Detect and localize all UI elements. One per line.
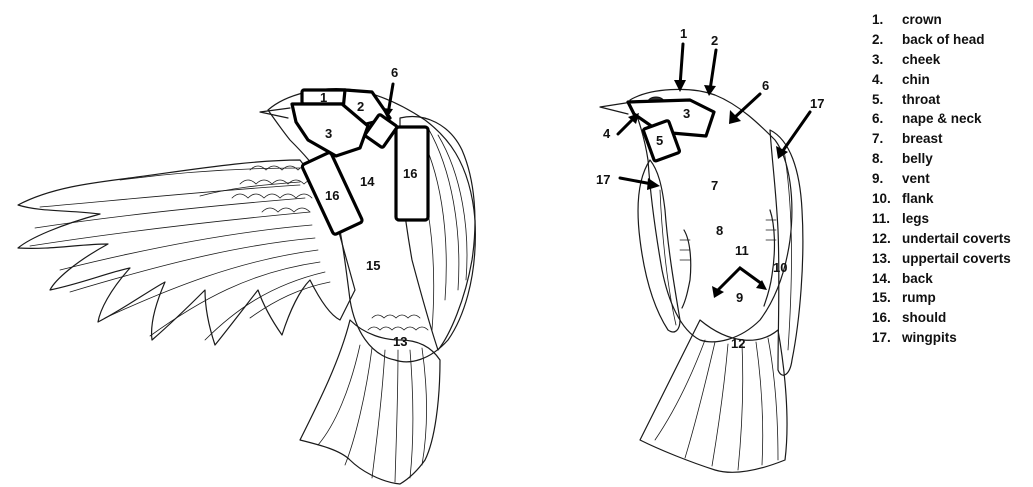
dorsal-label-cheek: 3 xyxy=(325,126,332,141)
legend-label: cheek xyxy=(902,50,940,70)
ventral-crown-arrow xyxy=(680,44,683,86)
ventral-label-throat: 5 xyxy=(656,133,663,148)
legend-item: 17.wingpits xyxy=(872,328,1032,348)
ventral-label-back-of-head: 2 xyxy=(711,33,718,48)
dorsal-label-shoulder-left: 16 xyxy=(325,188,339,203)
legend-label: rump xyxy=(902,288,936,308)
legend-label: back of head xyxy=(902,30,985,50)
ventral-back-of-head-arrow xyxy=(710,50,716,90)
legend-number: 15. xyxy=(872,288,902,308)
legend-number: 2. xyxy=(872,30,902,50)
legend-label: throat xyxy=(902,90,940,110)
legend-label: uppertail coverts xyxy=(902,249,1011,269)
legend-item: 2.back of head xyxy=(872,30,1032,50)
ventral-label-chin: 4 xyxy=(603,126,611,141)
legend-item: 12.undertail coverts xyxy=(872,229,1032,249)
legend-number: 11. xyxy=(872,209,902,229)
legend-item: 3.cheek xyxy=(872,50,1032,70)
legend-item: 15.rump xyxy=(872,288,1032,308)
ventral-label-flank: 10 xyxy=(773,260,787,275)
ventral-label-cheek: 3 xyxy=(683,106,690,121)
legend-item: 5.throat xyxy=(872,90,1032,110)
ventral-wingpit-right-arrow xyxy=(782,112,810,152)
legend-item: 10.flank xyxy=(872,189,1032,209)
legend-item: 9.vent xyxy=(872,169,1032,189)
legend-item: 4.chin xyxy=(872,70,1032,90)
ventral-wingpit-left-arrow xyxy=(620,178,652,184)
legend-item: 7.breast xyxy=(872,129,1032,149)
ventral-label-wingpit-left: 17 xyxy=(596,172,610,187)
legend-number: 12. xyxy=(872,229,902,249)
ventral-label-belly: 8 xyxy=(716,223,723,238)
legend-label: wingpits xyxy=(902,328,957,348)
ventral-label-breast: 7 xyxy=(711,178,718,193)
dorsal-label-back-of-head: 2 xyxy=(357,99,364,114)
legend-label: legs xyxy=(902,209,929,229)
legend-number: 7. xyxy=(872,129,902,149)
legend-label: should xyxy=(902,308,946,328)
legend-item: 13.uppertail coverts xyxy=(872,249,1032,269)
legend-label: breast xyxy=(902,129,943,149)
legend-item: 11.legs xyxy=(872,209,1032,229)
dorsal-label-rump: 15 xyxy=(366,258,380,273)
legend-label: flank xyxy=(902,189,934,209)
dorsal-label-crown: 1 xyxy=(320,90,327,105)
legend-number: 9. xyxy=(872,169,902,189)
ventral-legs-arrows xyxy=(718,268,762,290)
ventral-label-undertail: 12 xyxy=(731,336,745,351)
ventral-label-legs: 11 xyxy=(735,243,749,258)
legend-label: undertail coverts xyxy=(902,229,1011,249)
dorsal-bird-illustration: 1 2 3 6 14 16 16 15 13 xyxy=(18,65,475,484)
ventral-label-crown: 1 xyxy=(680,26,687,41)
legend-item: 16.should xyxy=(872,308,1032,328)
legend-label: belly xyxy=(902,149,933,169)
ventral-chin-arrow xyxy=(618,118,634,134)
legend-number: 17. xyxy=(872,328,902,348)
legend-item: 1.crown xyxy=(872,10,1032,30)
parts-legend: 1.crown 2.back of head 3.cheek 4.chin 5.… xyxy=(872,10,1032,348)
legend-label: vent xyxy=(902,169,930,189)
legend-label: back xyxy=(902,269,933,289)
legend-number: 3. xyxy=(872,50,902,70)
ventral-bird-illustration: 1 2 3 4 5 6 7 8 9 10 11 12 17 17 xyxy=(596,26,824,472)
legend-number: 6. xyxy=(872,109,902,129)
legend-number: 5. xyxy=(872,90,902,110)
legend-number: 1. xyxy=(872,10,902,30)
legend-number: 16. xyxy=(872,308,902,328)
dorsal-label-uppertail: 13 xyxy=(393,334,407,349)
dorsal-label-shoulder-right: 16 xyxy=(403,166,417,181)
legend-label: crown xyxy=(902,10,942,30)
legend-item: 6.nape & neck xyxy=(872,109,1032,129)
ventral-wingpit-left-arrowhead xyxy=(647,178,660,190)
ventral-label-wingpit-right: 17 xyxy=(810,96,824,111)
dorsal-label-back: 14 xyxy=(360,174,375,189)
legend-number: 8. xyxy=(872,149,902,169)
legend-number: 4. xyxy=(872,70,902,90)
legend-item: 14.back xyxy=(872,269,1032,289)
legend-number: 14. xyxy=(872,269,902,289)
legend-number: 13. xyxy=(872,249,902,269)
ventral-label-nape: 6 xyxy=(762,78,769,93)
legend-item: 8.belly xyxy=(872,149,1032,169)
ventral-label-vent: 9 xyxy=(736,290,743,305)
ventral-crown-arrowhead xyxy=(674,80,686,92)
legend-label: chin xyxy=(902,70,930,90)
legend-number: 10. xyxy=(872,189,902,209)
legend-label: nape & neck xyxy=(902,109,982,129)
dorsal-label-nape: 6 xyxy=(391,65,398,80)
